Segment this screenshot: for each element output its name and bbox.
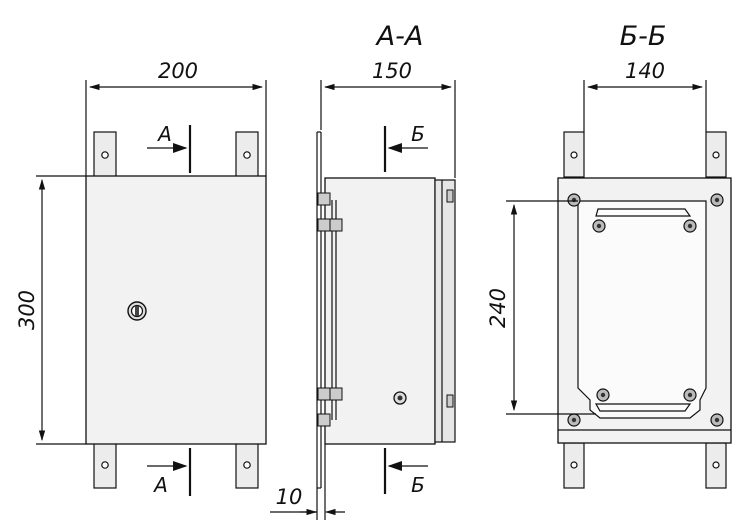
section-bb-title: Б-Б	[620, 21, 667, 52]
mount-hole	[712, 151, 720, 159]
section-mark-b-top: Б	[411, 122, 425, 146]
mount-hole	[101, 151, 109, 159]
depth-dimension-label: 150	[372, 59, 412, 83]
bb-height-dimension-label: 240	[486, 288, 510, 328]
hinge-icon	[446, 189, 454, 203]
front-view: 200 300 A A	[15, 59, 267, 497]
bb-width-dimension-label: 140	[625, 59, 665, 83]
width-dimension-label: 200	[158, 59, 198, 83]
mount-hole	[243, 461, 251, 469]
mount-hole	[712, 461, 720, 469]
lock-icon	[393, 391, 407, 405]
section-aa-title: A-A	[375, 21, 424, 52]
mount-hole	[243, 151, 251, 159]
mount-hole	[101, 461, 109, 469]
door-side	[434, 179, 456, 443]
section-bb-view: Б-Б	[486, 21, 732, 489]
height-dimension-label: 300	[15, 290, 39, 330]
mount-hole	[570, 151, 578, 159]
section-mark-a-bottom: A	[152, 473, 168, 497]
section-aa-view: A-A 15	[270, 21, 456, 520]
lock-icon	[127, 301, 147, 321]
section-mark-b-bottom: Б	[411, 473, 425, 497]
mount-hole	[570, 461, 578, 469]
hinge-icon	[446, 394, 454, 408]
enclosure-front	[85, 175, 267, 445]
enclosure-side	[324, 177, 436, 445]
section-mark-a-top: A	[156, 122, 172, 146]
bolt-icon	[317, 192, 343, 427]
offset-dimension-label: 10	[276, 485, 303, 509]
mounting-plate	[577, 200, 707, 419]
